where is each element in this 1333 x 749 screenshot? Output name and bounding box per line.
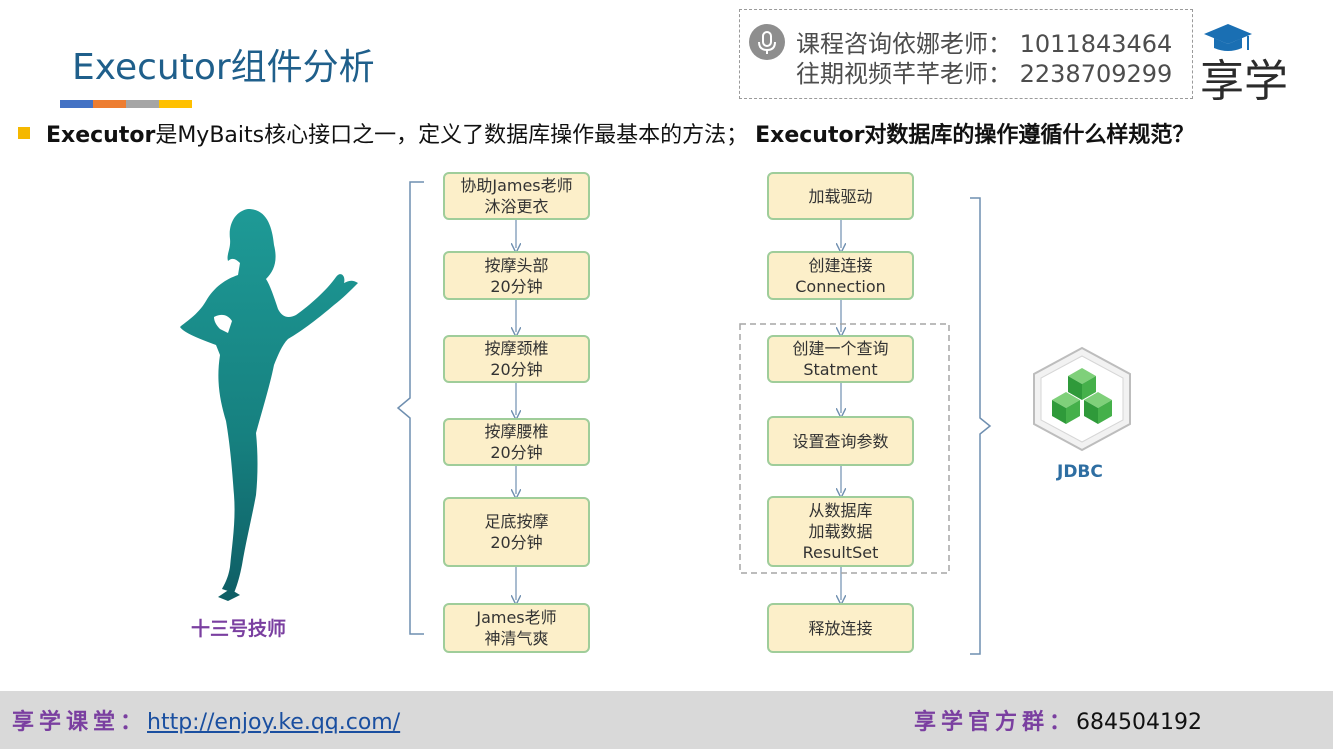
right-step-2-line-1: 创建连接 — [808, 255, 873, 275]
footer-right: 享学官方群：684504192 — [914, 704, 1202, 736]
left-step-4: 按摩腰椎 20分钟 — [443, 418, 590, 466]
right-step-2: 创建连接 Connection — [767, 251, 914, 300]
left-step-6-line-2: 神清气爽 — [484, 629, 549, 648]
color-bar-yellow — [159, 100, 192, 108]
left-step-3-line-2: 20分钟 — [490, 360, 543, 379]
bullet-part-executor: Executor — [46, 123, 156, 148]
left-step-5-line-1: 足底按摩 — [484, 512, 549, 531]
right-step-6: 释放连接 — [767, 603, 914, 653]
left-step-2-line-2: 20分钟 — [490, 276, 543, 296]
left-step-1-line-1: 协助James老师 — [460, 176, 573, 195]
right-step-2-line-2: Connection — [795, 276, 886, 296]
color-bar-orange — [93, 100, 126, 108]
left-step-6: James老师 神清气爽 — [443, 603, 590, 653]
right-step-3-line-2: Statment — [803, 360, 878, 379]
contact-box: 课程咨询依娜老师： 1011843464 往期视频芊芊老师： 223870929… — [739, 9, 1193, 99]
right-step-5-line-3: ResultSet — [802, 543, 879, 562]
bullet-square-icon — [18, 127, 30, 139]
footer-bar: 享学课堂：http://enjoy.ke.qq.com/ 享学官方群：68450… — [0, 691, 1333, 749]
right-step-5-line-2: 加载数据 — [808, 522, 873, 541]
right-step-1: 加载驱动 — [767, 172, 914, 220]
statement-dashed-group — [739, 323, 950, 574]
footer-course-link[interactable]: http://enjoy.ke.qq.com/ — [147, 710, 401, 735]
technician-label: 十三号技师 — [191, 618, 287, 640]
left-step-1: 协助James老师 沐浴更衣 — [443, 172, 590, 220]
logo-text: 享学 — [1200, 56, 1288, 104]
left-step-5: 足底按摩 20分钟 — [443, 497, 590, 567]
jdbc-cubes-icon — [1030, 346, 1134, 452]
footer-left: 享学课堂：http://enjoy.ke.qq.com/ — [12, 704, 400, 736]
left-step-6-line-1: James老师 — [476, 608, 557, 627]
jdbc-label: JDBC — [1057, 462, 1103, 482]
microphone-icon — [749, 24, 785, 60]
right-step-1-line-1: 加载驱动 — [808, 186, 873, 206]
color-bar-gray — [126, 100, 159, 108]
right-step-3: 创建一个查询 Statment — [767, 335, 914, 383]
contact-line-1: 课程咨询依娜老师： 1011843464 — [796, 30, 1173, 58]
footer-left-label: 享学课堂： — [12, 710, 148, 735]
right-step-4: 设置查询参数 — [767, 416, 914, 466]
left-step-2: 按摩头部 20分钟 — [443, 251, 590, 300]
left-step-4-line-1: 按摩腰椎 — [484, 422, 549, 441]
bullet-sentence: Executor是MyBaits核心接口之一，定义了数据库操作最基本的方法； E… — [18, 117, 1194, 149]
left-step-5-line-2: 20分钟 — [490, 533, 543, 552]
bullet-part-desc: 是MyBaits核心接口之一，定义了数据库操作最基本的方法； — [155, 123, 749, 148]
xiangxue-logo: 享学 — [1198, 20, 1302, 107]
bullet-part-question: Executor对数据库的操作遵循什么样规范？ — [755, 123, 1195, 148]
left-step-2-line-1: 按摩头部 — [484, 255, 549, 275]
footer-right-label: 享学官方群： — [914, 710, 1077, 735]
page-title: Executor组件分析 — [72, 47, 375, 88]
title-color-bars — [60, 100, 192, 108]
right-step-5: 从数据库 加载数据 ResultSet — [767, 496, 914, 567]
right-step-5-line-1: 从数据库 — [808, 501, 873, 520]
left-step-3: 按摩颈椎 20分钟 — [443, 335, 590, 383]
left-step-3-line-1: 按摩颈椎 — [484, 339, 549, 358]
right-brace — [970, 197, 992, 655]
right-step-6-line-1: 释放连接 — [808, 618, 873, 638]
color-bar-blue — [60, 100, 93, 108]
right-step-4-line-1: 设置查询参数 — [792, 431, 889, 451]
graduation-cap-icon — [1204, 24, 1252, 51]
left-brace — [396, 181, 424, 635]
left-step-4-line-2: 20分钟 — [490, 443, 543, 462]
contact-line-2: 往期视频芊芊老师： 2238709299 — [796, 60, 1173, 88]
right-step-3-line-1: 创建一个查询 — [792, 339, 889, 358]
footer-group-number: 684504192 — [1076, 710, 1202, 735]
technician-silhouette — [170, 205, 370, 610]
left-step-1-line-2: 沐浴更衣 — [484, 197, 549, 216]
